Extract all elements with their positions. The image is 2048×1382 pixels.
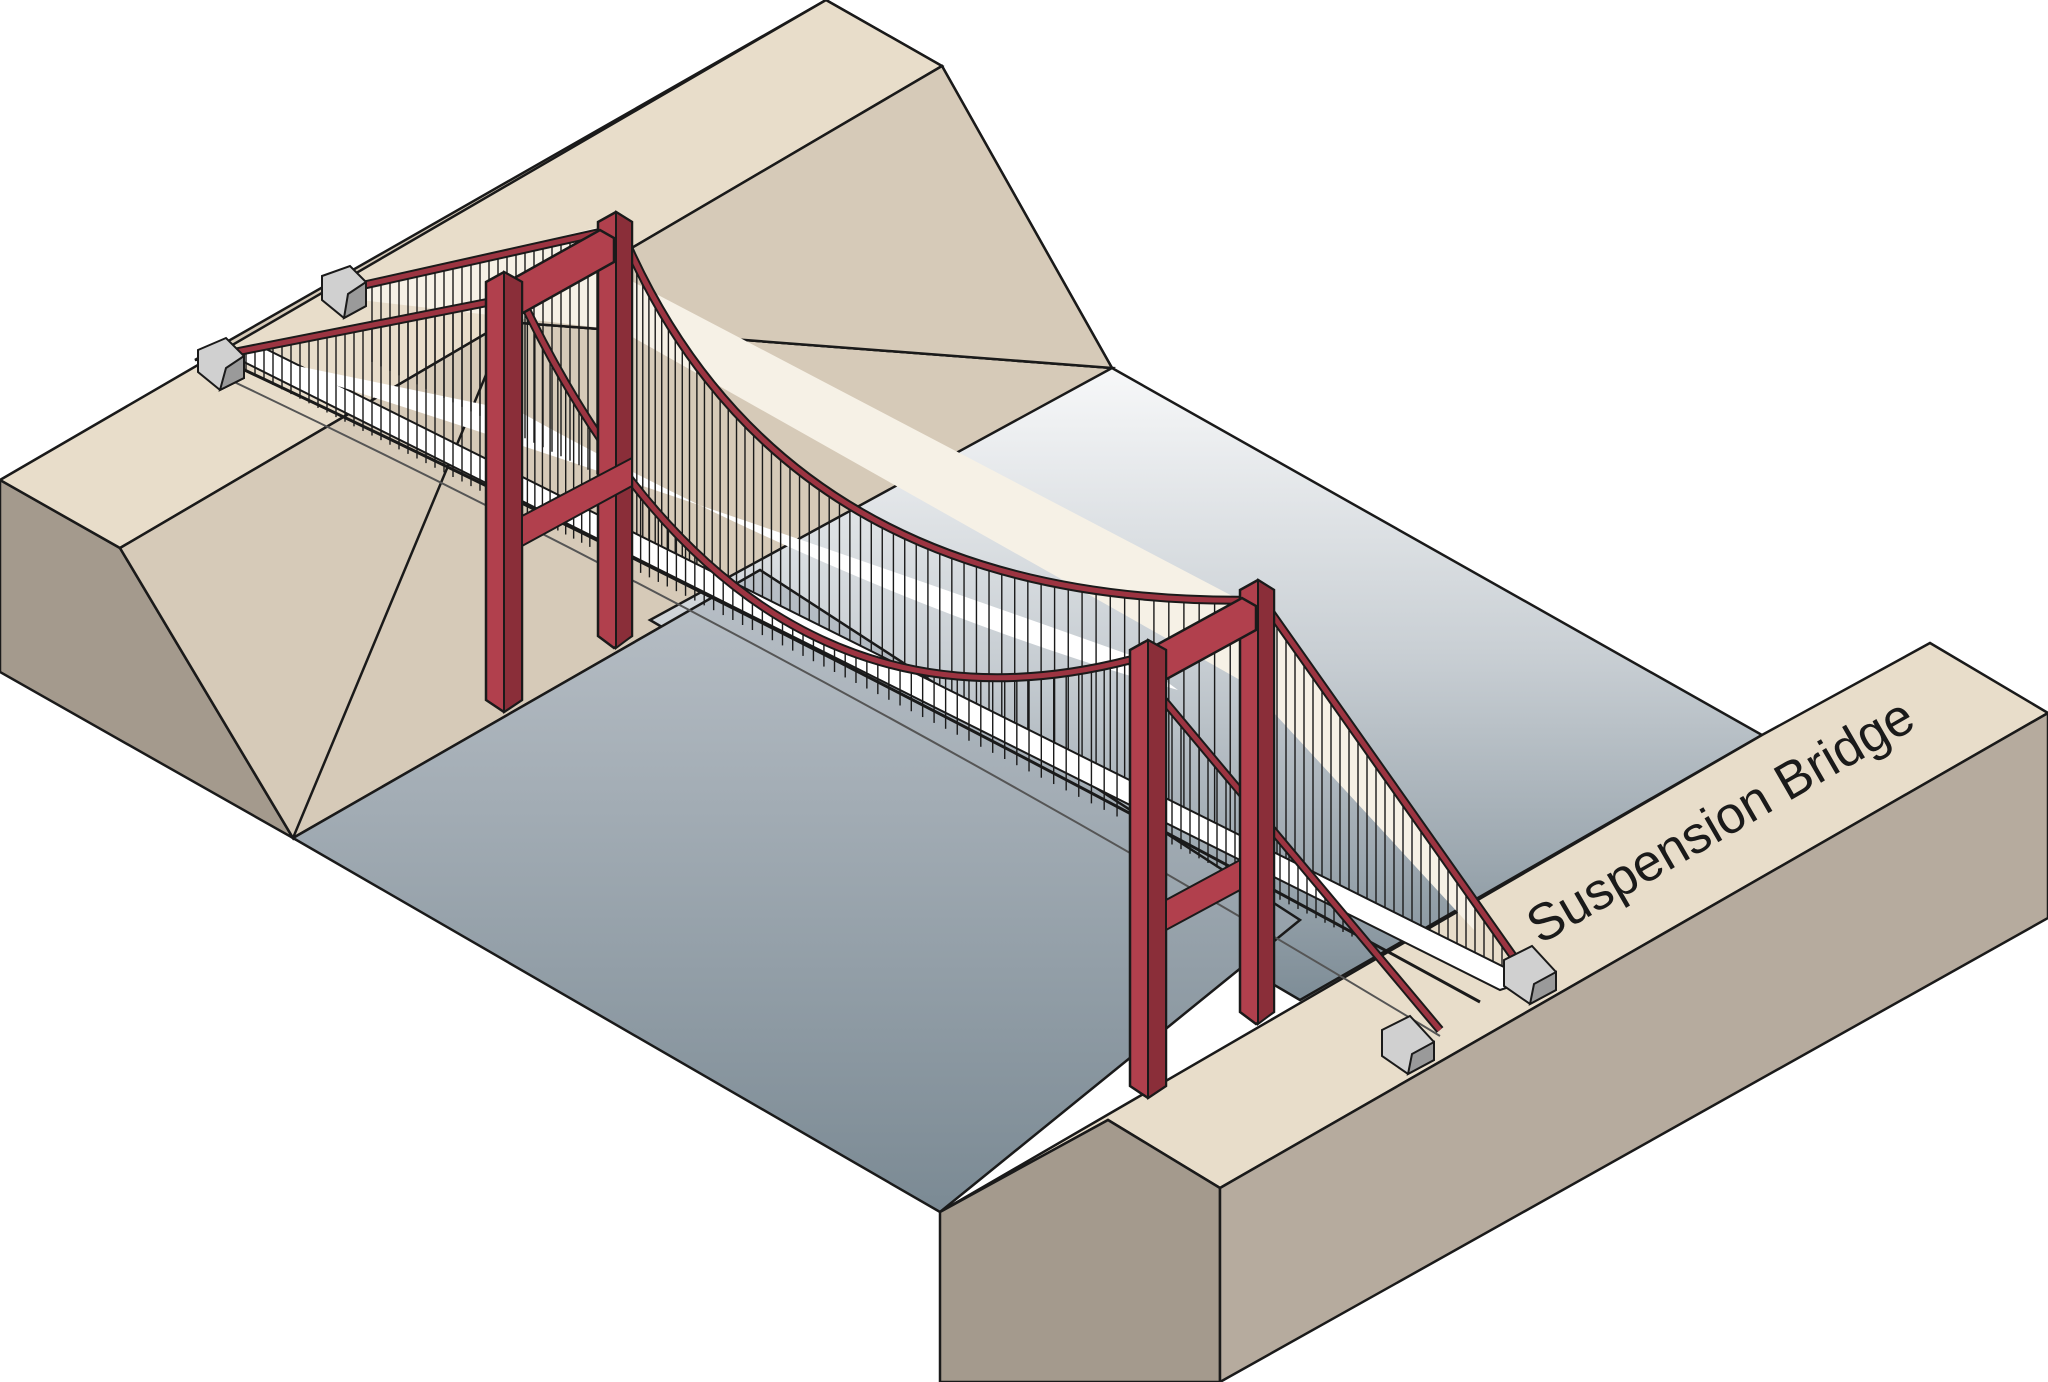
left-tower [484,210,634,714]
anchor-left-far [321,264,367,320]
river-front-surface [290,568,1303,1214]
anchor-left-near [197,336,245,392]
anchor-right-near [1381,1014,1435,1076]
anchor-right-far [1503,944,1557,1006]
bridge [197,210,1557,1100]
main-cable-far-color [359,225,1533,982]
river [290,366,1765,1214]
bridge-deck-edge [235,364,1481,1004]
left-hill-ridge-face [118,64,1115,841]
bridge-deck-surface [230,352,1178,690]
right-terrain-side-face [1218,711,2048,1382]
river-back-surface [647,366,1765,1002]
right-tower [1128,578,1276,1100]
main-cable-near-color [235,293,1442,1032]
